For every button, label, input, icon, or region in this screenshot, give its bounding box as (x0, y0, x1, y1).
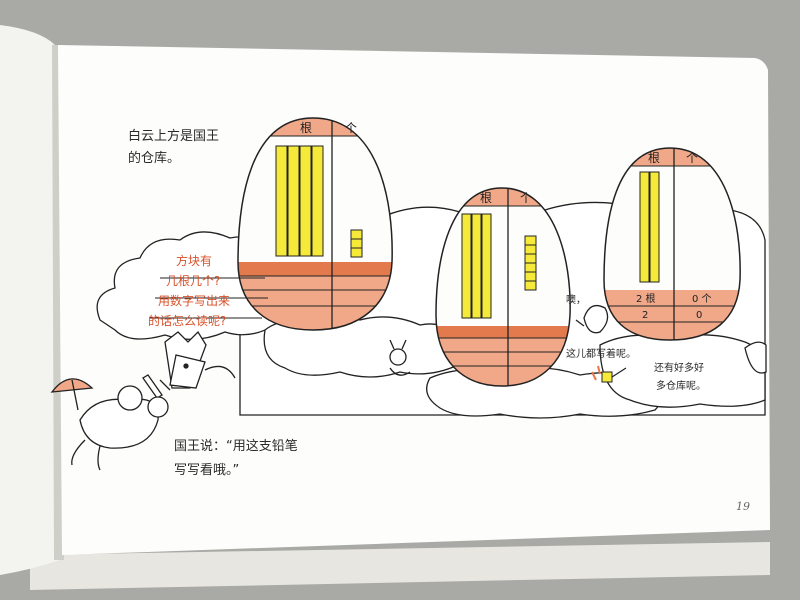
ones-cube (524, 244, 537, 255)
ant-character-icon (389, 339, 411, 376)
speech-bubble-line-2: 几根几个? (166, 274, 221, 288)
ones-cube (524, 235, 537, 246)
warehouse-3-row1-ones: 0 个 (692, 293, 712, 305)
intro-text-line-1: 白云上方是国王 (128, 129, 220, 144)
warehouse-2-header-ones: 个 (520, 191, 532, 205)
left-page (0, 25, 60, 575)
warehouse-1-header-ones: 个 (345, 121, 357, 135)
more-warehouses-line-2: 多仓库呢。 (656, 381, 706, 392)
flying-kid-icon (71, 385, 169, 471)
ones-cube (350, 247, 363, 258)
tens-rod (461, 213, 472, 319)
peeking-character-icon (575, 304, 609, 334)
tens-rod (287, 145, 300, 257)
king-quote-line-2: 写写看哦。” (174, 463, 240, 478)
king-quote-line-1: 国王说：“用这支铅笔 (174, 439, 298, 454)
speech-bubble-line-1: 方块有 (176, 254, 213, 268)
speech-lines (150, 277, 268, 319)
tens-rod (299, 145, 312, 257)
king-character-icon (159, 330, 236, 391)
warehouse-1-tens-rods (275, 145, 324, 257)
ones-cube (524, 262, 537, 273)
tens-rod (275, 145, 288, 257)
ones-cube (524, 271, 537, 282)
warehouse-2-tens-rods (461, 213, 492, 319)
warehouse-3-tens-rods (639, 171, 660, 283)
umbrella-icon (50, 378, 94, 411)
warehouse-3-row1-tens: 2 根 (636, 292, 656, 305)
written-here-text: 这儿都写着呢。 (566, 349, 636, 360)
intro-text-line-2: 的仓库。 (128, 151, 181, 166)
warehouse-2-ones-cubes (524, 235, 537, 291)
warehouse-2: 根 个 (435, 187, 571, 387)
tens-rod (311, 145, 324, 257)
speech-bubble-line-4: 的话怎么读呢? (148, 314, 227, 328)
tens-rod (481, 213, 492, 319)
warehouse-2-header-tens: 根 (480, 191, 492, 205)
page-stack-edge (30, 542, 770, 590)
small-pencil-icon (591, 365, 627, 383)
warehouse-3-header-ones: 个 (686, 151, 698, 165)
ones-cube (350, 229, 363, 240)
ones-cube (524, 253, 537, 264)
warehouse-1-ones-cubes (350, 229, 363, 258)
speech-bubble-line-3: 用数字写出来 (158, 294, 231, 308)
edge-character-icon (744, 341, 767, 374)
more-warehouses-line-1: 还有好多好 (654, 363, 704, 374)
warehouse-1-header-tens: 根 (300, 121, 312, 135)
tens-rod (639, 171, 650, 283)
ones-cube (524, 280, 537, 291)
ant-exclamation: 噢， (566, 295, 586, 306)
tens-rod (649, 171, 660, 283)
ones-cube (350, 238, 363, 249)
warehouse-3-row2-ones: 0 (696, 310, 702, 321)
tens-rod (471, 213, 482, 319)
warehouse-3-header-tens: 根 (648, 151, 660, 165)
warehouse-3-row2-tens: 2 (642, 310, 648, 321)
page-number: 19 (736, 500, 750, 513)
